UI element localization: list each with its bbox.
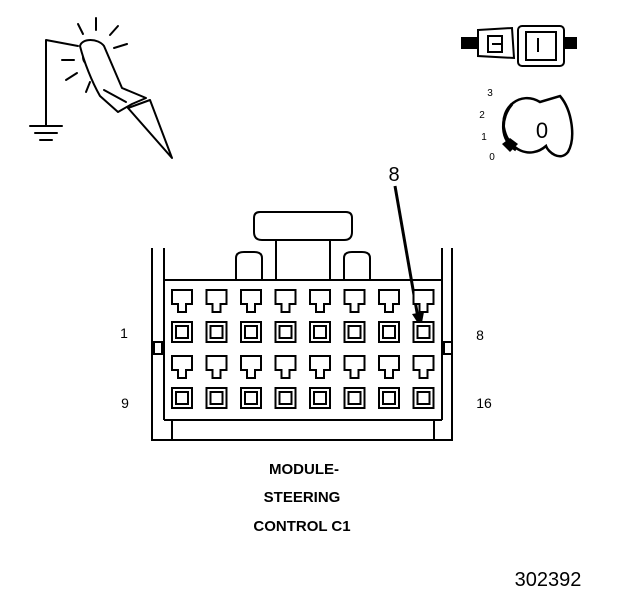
ignition-position-1: 1 [481,132,487,143]
terminal-key-bottom-10 [205,355,228,379]
terminal-key-bottom-13 [309,355,331,379]
pin-cavity-12 [274,387,297,409]
ignition-key-letter: 0 [536,118,548,143]
terminal-key-top-6 [343,289,366,313]
pin-cavities [171,289,435,409]
pin-cavity-11 [240,387,262,409]
pin-cavity-6 [343,321,366,343]
caption-line-1: MODULE- [269,461,339,478]
fuse-icon [461,25,577,67]
ignition-position-0: 0 [489,152,495,163]
terminal-key-bottom-9 [171,355,193,379]
pin-cavity-2 [205,321,228,343]
terminal-key-bottom-12 [274,355,297,379]
terminal-key-bottom-14 [343,355,366,379]
pin-cavity-3 [240,321,262,343]
pin-cavity-9 [171,387,193,409]
pin-cavity-15 [378,387,400,409]
pin-cavity-4 [274,321,297,343]
terminal-key-top-4 [274,289,297,313]
pin-cavity-8 [412,321,435,343]
terminal-key-top-7 [378,289,400,313]
ignition-position-3: 3 [487,88,493,99]
pin-label-1: 1 [120,325,128,341]
connector-c1 [151,211,453,441]
terminal-key-bottom-16 [412,355,435,379]
pin-label-8: 8 [476,327,484,343]
terminal-key-bottom-15 [378,355,400,379]
pin-cavity-13 [309,387,331,409]
caption-line-3: CONTROL C1 [253,518,350,535]
ignition-position-2: 2 [479,110,485,121]
caption-line-2: STEERING [264,489,341,506]
figure-number: 302392 [515,569,582,591]
pin-cavity-14 [343,387,366,409]
test-probe-ground-icon: B [29,17,173,159]
pin-label-9: 9 [121,395,129,411]
pin-cavity-1 [171,321,193,343]
pin-cavity-7 [378,321,400,343]
pin-label-16: 16 [476,395,492,411]
callout-pin-label: 8 [388,164,399,186]
terminal-key-top-1 [171,289,193,313]
pin-cavity-16 [412,387,435,409]
terminal-key-top-5 [309,289,331,313]
terminal-key-top-2 [205,289,228,313]
ignition-key-icon: 3 2 1 0 0 [479,88,574,163]
pin-cavity-5 [309,321,331,343]
pin-cavity-10 [205,387,228,409]
terminal-key-top-8 [412,289,435,313]
terminal-key-top-3 [240,289,262,313]
terminal-key-bottom-11 [240,355,262,379]
